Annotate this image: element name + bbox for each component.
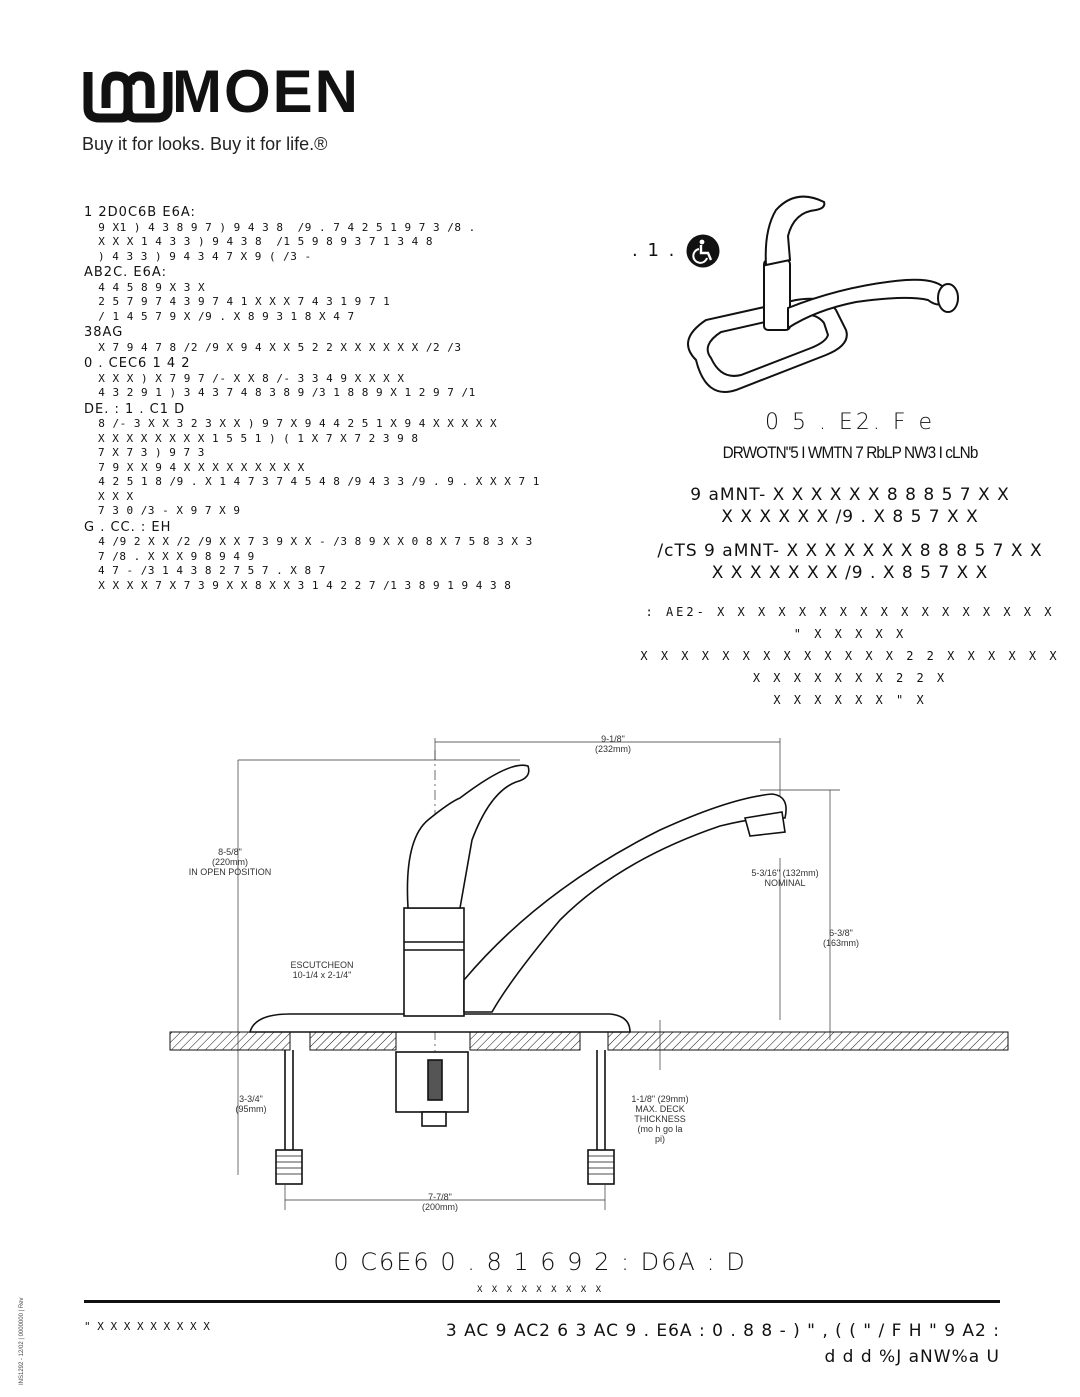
wheelchair-accessible-icon bbox=[686, 234, 720, 268]
dim-deck: 1-1/8" (29mm) MAX. DECK THICKNESS (mo h … bbox=[606, 1094, 714, 1144]
dim-value-mm: (163mm) bbox=[822, 938, 859, 948]
dim-note: pi) bbox=[654, 1134, 665, 1144]
model-info: 0 5 . E2. F e DRWOTN"5 I WMTN 7 RbLP NW3… bbox=[640, 410, 1060, 711]
footer-subtitle: X X X X X X X X X bbox=[476, 1285, 604, 1295]
footer-title: 0 C6E6 0 . 8 1 6 9 2 : D6A : D bbox=[333, 1248, 747, 1276]
feature-heading: 0 . CEC6 1 4 2 bbox=[84, 356, 191, 371]
dim-value-mm: (95mm) bbox=[235, 1104, 267, 1114]
feature-item: 4 3 2 9 1 ) 3 4 3 7 4 8 3 8 9 /3 1 8 8 9… bbox=[84, 386, 476, 399]
dim-value-mm: (220mm) bbox=[211, 857, 248, 867]
features-list: 1 2D0C6B E6A: 9 X1 ) 4 3 8 9 7 ) 9 4 3 8… bbox=[84, 204, 544, 593]
feature-item: 4 /9 2 X X /2 /9 X X 7 3 9 X X - /3 8 9 … bbox=[98, 535, 533, 577]
dim-note: THICKNESS bbox=[634, 1114, 686, 1124]
feature-item: 9 X1 ) 4 3 8 9 7 ) 9 4 3 8 /9 . 7 4 2 5 … bbox=[84, 220, 476, 234]
dim-note: (mo h go la bbox=[637, 1124, 683, 1134]
feature-heading: G . CC. : EH bbox=[84, 519, 172, 535]
dim-shank: 3-3/4" (95mm) bbox=[226, 1094, 276, 1114]
feature-heading: 38AG bbox=[84, 325, 124, 340]
feature-item: 8 /- 3 X X 3 2 3 X X ) 9 7 X 9 4 4 2 5 1… bbox=[98, 417, 498, 459]
dim-value: 10-1/4 x 2-1/4" bbox=[292, 970, 352, 980]
feature-heading: 1 2D0C6B E6A: bbox=[84, 205, 196, 220]
dim-value: 9-1/8" bbox=[601, 734, 625, 744]
footer-divider bbox=[84, 1300, 1000, 1303]
dim-value: 8-5/8" bbox=[218, 847, 242, 857]
footer-contact: 3 AC 9 AC2 6 3 AC 9 . E6A : 0 . 8 8 - ) … bbox=[446, 1318, 1000, 1370]
tagline: Buy it for looks. Buy it for life.® bbox=[82, 134, 328, 154]
feature-section: DE. : 1 . C1 D 8 /- 3 X X 3 2 3 X X ) 9 … bbox=[84, 401, 544, 519]
dim-value: 7-7/8" bbox=[428, 1192, 452, 1202]
ada-label: . 1 . bbox=[632, 240, 677, 261]
footer-website: d d d %J aNW%a U bbox=[824, 1347, 1000, 1367]
side-document-code: INS1292 - 12/02 | 0000000 | Rev bbox=[19, 1297, 25, 1385]
faucet-illustration bbox=[687, 195, 959, 393]
model-fine-print: : AE2- X X X X X X X X X X X X X X X X X… bbox=[645, 605, 1055, 641]
feature-item: 2 5 7 9 7 4 3 9 7 4 1 X X X 7 4 3 1 9 7 … bbox=[84, 295, 391, 308]
dim-value: 1-1/8" (29mm) bbox=[631, 1094, 689, 1104]
model-title: 0 5 . E2. F e bbox=[764, 410, 936, 435]
moen-logo bbox=[83, 71, 173, 123]
feature-item: 7 9 X X 9 4 X X X X X X X X X bbox=[84, 460, 305, 474]
feature-heading: AB2C. E6A: bbox=[84, 265, 167, 280]
dim-note: MAX. DECK bbox=[635, 1104, 685, 1114]
dim-value-mm: (200mm) bbox=[421, 1202, 458, 1212]
dim-value: 5-3/16" (132mm) bbox=[751, 868, 819, 878]
dim-height: 8-5/8" (220mm) IN OPEN POSITION bbox=[170, 847, 290, 877]
feature-section: 1 2D0C6B E6A: 9 X1 ) 4 3 8 9 7 ) 9 4 3 8… bbox=[84, 205, 544, 264]
model-subtitle: DRWOTN"5 I WMTN 7 RbLP NW3 I cLNb bbox=[722, 443, 979, 462]
footer-code: " X X X X X X X X X bbox=[84, 1320, 210, 1333]
feature-item: / 1 4 5 7 9 X /9 . X 8 9 3 1 8 X 4 7 bbox=[84, 309, 355, 323]
dim-note: NOMINAL bbox=[764, 878, 806, 888]
feature-item: X X X X 7 X 7 3 9 X X 8 X X 3 1 4 2 2 7 … bbox=[84, 578, 512, 592]
feature-section: 38AG X 7 9 4 7 8 /2 /9 X 9 4 X X 5 2 2 X… bbox=[84, 325, 544, 355]
feature-item: X 7 9 4 7 8 /2 /9 X 9 4 X X 5 2 2 X X X … bbox=[84, 340, 462, 354]
dimension-drawing bbox=[169, 738, 1009, 1210]
dim-note: ESCUTCHEON bbox=[290, 960, 354, 970]
feature-item: X X X 1 4 3 3 ) 9 4 3 8 /1 5 9 8 9 3 7 1… bbox=[98, 235, 434, 263]
model-number: 9 aMNT- X X X X X X 8 8 8 5 7 X X bbox=[690, 485, 1010, 505]
model-fine-print: X X X X X X " X bbox=[773, 693, 927, 707]
brand-name: MOEN bbox=[172, 58, 360, 125]
feature-section: AB2C. E6A: 4 4 5 8 9 X 3 X 2 5 7 9 7 4 3… bbox=[84, 265, 544, 324]
model-fine-print: X X X X X X X X X X X X X 2 2 X X X X X … bbox=[640, 649, 1060, 685]
feature-item: 4 2 5 1 8 /9 . X 1 4 7 3 7 4 5 4 8 /9 4 … bbox=[98, 475, 540, 517]
dim-value: 6-3/8" bbox=[829, 928, 853, 938]
feature-heading: DE. : 1 . C1 D bbox=[84, 401, 186, 417]
footer-contact-line: 3 AC 9 AC2 6 3 AC 9 . E6A : 0 . 8 8 - ) … bbox=[445, 1321, 1000, 1341]
dim-nominal: 5-3/16" (132mm) NOMINAL bbox=[740, 868, 830, 888]
model-number: X X X X X X X /9 . X 8 5 7 X X bbox=[711, 563, 989, 583]
feature-section: G . CC. : EH 4 /9 2 X X /2 /9 X X 7 3 9 … bbox=[84, 519, 544, 594]
dim-value-mm: (232mm) bbox=[594, 744, 631, 754]
model-number: X X X X X X /9 . X 8 5 7 X X bbox=[721, 507, 979, 527]
dim-escutcheon: ESCUTCHEON 10-1/4 x 2-1/4" bbox=[262, 960, 382, 980]
dim-note: IN OPEN POSITION bbox=[188, 867, 272, 877]
dim-value: 3-3/4" bbox=[239, 1094, 263, 1104]
model-number: /cTS 9 aMNT- X X X X X X X 8 8 8 5 7 X X bbox=[657, 541, 1043, 561]
feature-section: 0 . CEC6 1 4 2 X X X ) X 7 9 7 /- X X 8 … bbox=[84, 356, 544, 401]
feature-item: X X X ) X 7 9 7 /- X X 8 /- 3 3 4 9 X X … bbox=[84, 371, 405, 385]
dim-reach: 9-1/8" (232mm) bbox=[568, 734, 658, 754]
dim-spacing: 7-7/8" (200mm) bbox=[400, 1192, 480, 1212]
dim-spout-height: 6-3/8" (163mm) bbox=[806, 928, 876, 948]
feature-item: 4 4 5 8 9 X 3 X bbox=[84, 280, 206, 294]
